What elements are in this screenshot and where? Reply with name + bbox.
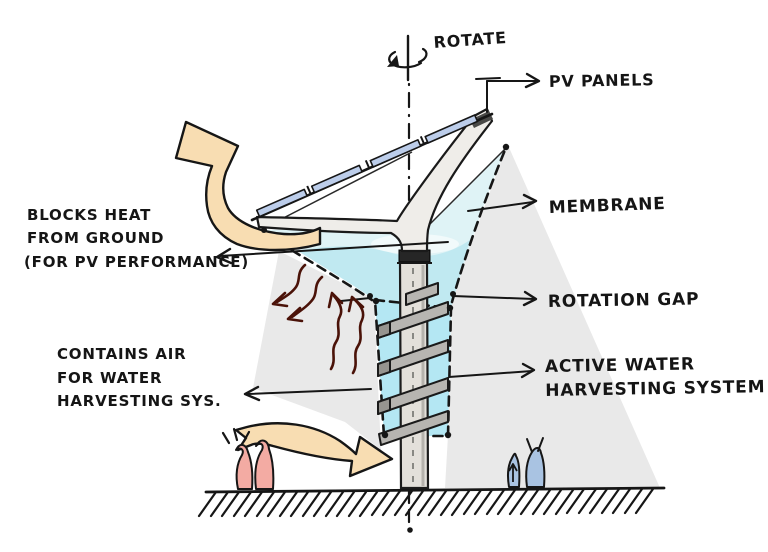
ground-hatching bbox=[197, 487, 655, 518]
label-pv-panels: PV PANELS bbox=[549, 70, 655, 91]
membrane-edge-line-left bbox=[261, 151, 413, 230]
airflow-ribbon-arrow-up bbox=[174, 120, 322, 252]
helix-blade-cap bbox=[377, 321, 391, 339]
label-membrane: MEMBRANE bbox=[548, 194, 666, 218]
rotate-arrowhead bbox=[387, 55, 399, 67]
heat-squiggle-up-head bbox=[347, 295, 365, 313]
node-dot bbox=[261, 227, 267, 233]
rotate-icon bbox=[387, 34, 428, 82]
pv-strip bbox=[255, 188, 308, 218]
helix-blade-cap bbox=[377, 397, 391, 415]
person-figure-pink bbox=[235, 444, 254, 490]
person-figure-blue-arms bbox=[526, 437, 544, 453]
helix-blade bbox=[378, 410, 449, 446]
membrane-leader-head bbox=[521, 193, 538, 210]
pv-leader-anchor bbox=[475, 77, 501, 113]
person-figure-pink bbox=[254, 439, 275, 490]
people-figures bbox=[221, 427, 546, 490]
active-water-leader-line bbox=[448, 370, 533, 378]
label-active-water: ACTIVE WATER HARVESTING SYSTEM bbox=[545, 354, 766, 401]
node-dots bbox=[261, 143, 510, 439]
node-dot bbox=[367, 293, 373, 299]
contains-air-leader-head bbox=[243, 385, 261, 402]
pv-strip bbox=[369, 139, 422, 168]
node-dot bbox=[381, 431, 389, 439]
node-dot bbox=[372, 297, 380, 305]
heat-squiggle-up-head bbox=[327, 291, 344, 309]
heat-wave-arrows bbox=[271, 263, 365, 375]
rotation-gap-leader-line bbox=[452, 295, 535, 300]
node-dot bbox=[444, 431, 452, 439]
helix-blade-top bbox=[405, 282, 439, 306]
person-figure-blue-arrow bbox=[508, 463, 518, 482]
panel-gap-ticks bbox=[306, 135, 426, 195]
label-blocks-heat-line1: BLOCKS HEAT bbox=[27, 206, 151, 224]
heat-squiggle-up bbox=[351, 298, 365, 375]
pink-figures bbox=[221, 427, 275, 490]
contains-air-leader-arrow bbox=[243, 385, 372, 402]
pv-panel bbox=[250, 112, 494, 222]
ground bbox=[197, 486, 666, 518]
membrane-leader-line bbox=[467, 201, 534, 212]
contains-air-leader-line bbox=[247, 388, 372, 395]
blocks-heat-leader-arrow bbox=[215, 241, 449, 265]
heat-squiggle-up bbox=[329, 294, 343, 371]
label-active-water-line2: HARVESTING SYSTEM bbox=[545, 377, 765, 401]
heat-squiggle-down bbox=[275, 263, 307, 304]
pv-strips bbox=[255, 114, 479, 218]
heat-squiggle-down-head bbox=[271, 291, 289, 308]
membrane-leader-arrow bbox=[467, 193, 538, 212]
label-contains-air-line3: HARVESTING SYS. bbox=[57, 392, 221, 410]
blue-figures bbox=[507, 437, 546, 488]
active-water-leader-head bbox=[520, 362, 536, 379]
label-blocks-heat-line2: FROM GROUND bbox=[27, 229, 164, 247]
shadow-cone-right bbox=[445, 143, 660, 488]
label-blocks-heat-line3: (FOR PV PERFORMANCE) bbox=[24, 253, 249, 271]
membrane-edge-line-right bbox=[427, 147, 507, 227]
node-dot bbox=[502, 143, 510, 151]
label-active-water-line1: ACTIVE WATER bbox=[545, 354, 695, 377]
node-dot bbox=[450, 291, 456, 297]
label-contains-air-line1: CONTAINS AIR bbox=[57, 345, 187, 363]
active-water-leader-arrow bbox=[448, 362, 536, 379]
label-rotation-gap: ROTATION GAP bbox=[548, 289, 700, 312]
blocks-heat-leader-head bbox=[215, 247, 233, 265]
rotation-collar bbox=[397, 249, 432, 264]
pv-leader-head bbox=[524, 72, 541, 89]
heat-squiggle-down bbox=[290, 275, 324, 319]
node-dot bbox=[446, 304, 454, 312]
exclaim-marks-icon bbox=[221, 427, 251, 445]
leader-arrows bbox=[215, 72, 541, 402]
label-contains-air: CONTAINS AIR FOR WATER HARVESTING SYS. bbox=[57, 345, 221, 410]
pv-strip bbox=[424, 114, 479, 144]
heat-squiggle-down-head bbox=[286, 306, 304, 323]
helix-blade-cap bbox=[377, 359, 391, 377]
label-contains-air-line2: FOR WATER bbox=[57, 369, 162, 387]
helix-screw bbox=[377, 282, 449, 446]
axis-end-dot bbox=[407, 527, 413, 533]
blocks-heat-leader-line bbox=[219, 241, 449, 257]
label-blocks-heat: BLOCKS HEAT FROM GROUND (FOR PV PERFORMA… bbox=[24, 206, 249, 271]
labels: ROTATE PV PANELS MEMBRANE ROTATION GAP A… bbox=[24, 28, 766, 410]
pv-panels-leader-arrow bbox=[475, 72, 541, 113]
rotation-gap-leader-head bbox=[522, 290, 538, 307]
pv-strip bbox=[310, 164, 363, 194]
